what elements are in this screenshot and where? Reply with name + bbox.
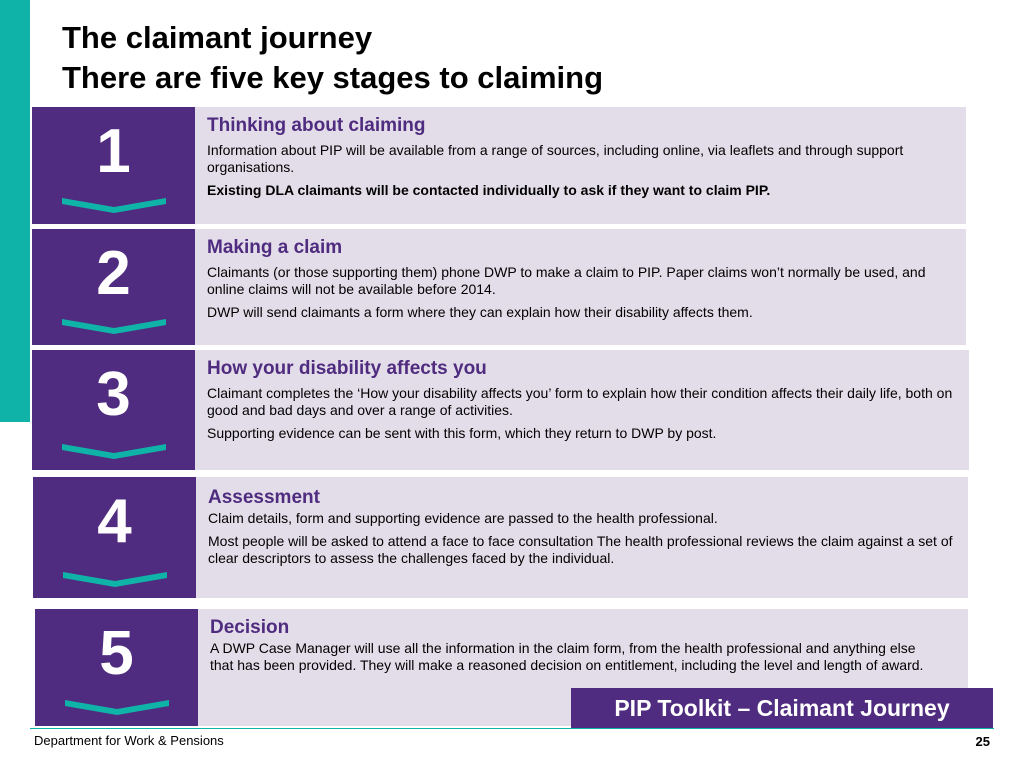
stage-number-box: 4	[33, 477, 196, 598]
stage-paragraph: A DWP Case Manager will use all the info…	[210, 640, 924, 673]
title-line-1: The claimant journey	[62, 20, 373, 55]
chevron-down-icon	[62, 444, 166, 459]
footer-divider	[30, 728, 994, 729]
teal-accent-bar	[0, 0, 30, 422]
stage-paragraph: Most people will be asked to attend a fa…	[208, 533, 953, 566]
stage-heading: Thinking about claiming	[207, 115, 426, 136]
stage-4-panel: 4 Assessment Claim details, form and sup…	[33, 477, 968, 598]
footer-organisation: Department for Work & Pensions	[34, 733, 224, 748]
stage-number-box: 2	[32, 229, 195, 345]
toolkit-badge: PIP Toolkit – Claimant Journey	[571, 688, 993, 728]
stage-3-panel: 3 How your disability affects you Claima…	[32, 350, 969, 470]
stage-5-panel: 5 Decision A DWP Case Manager will use a…	[35, 609, 968, 726]
chevron-down-icon	[62, 319, 166, 334]
stage-heading: Making a claim	[207, 237, 343, 258]
stage-number: 4	[97, 487, 132, 556]
page-number: 25	[975, 734, 990, 749]
stage-heading: How your disability affects you	[207, 358, 487, 379]
stage-number: 5	[99, 619, 134, 688]
stage-content: Thinking about claiming Information abou…	[207, 115, 956, 205]
stage-heading: Decision	[210, 617, 290, 638]
stage-content: How your disability affects you Claimant…	[207, 358, 959, 448]
stage-paragraph: Information about PIP will be available …	[207, 142, 904, 175]
chevron-down-icon	[63, 572, 167, 587]
stage-number: 2	[96, 239, 131, 308]
stage-1-panel: 1 Thinking about claiming Information ab…	[32, 107, 966, 224]
stage-paragraph: Claimants (or those supporting them) pho…	[207, 264, 926, 297]
stage-number: 3	[96, 360, 131, 429]
stage-heading: Assessment	[208, 487, 320, 508]
stage-paragraph: Supporting evidence can be sent with thi…	[207, 425, 717, 441]
chevron-down-icon	[65, 700, 169, 715]
stage-number-box: 1	[32, 107, 195, 224]
stage-paragraph: DWP will send claimants a form where the…	[207, 304, 753, 320]
stage-number: 1	[96, 117, 131, 186]
stage-content: Assessment Claim details, form and suppo…	[208, 487, 958, 573]
stage-content: Making a claim Claimants (or those suppo…	[207, 237, 956, 327]
slide-title: The claimant journey There are five key …	[62, 18, 603, 98]
stage-number-box: 3	[32, 350, 195, 470]
stage-content: Decision A DWP Case Manager will use all…	[210, 617, 928, 680]
stage-paragraph: Claim details, form and supporting evide…	[208, 510, 718, 526]
stage-paragraph: Claimant completes the ‘How your disabil…	[207, 385, 953, 418]
stage-paragraph: Existing DLA claimants will be contacted…	[207, 182, 771, 198]
title-line-2: There are five key stages to claiming	[62, 60, 604, 95]
stage-number-box: 5	[35, 609, 198, 726]
stage-2-panel: 2 Making a claim Claimants (or those sup…	[32, 229, 966, 345]
chevron-down-icon	[62, 198, 166, 213]
